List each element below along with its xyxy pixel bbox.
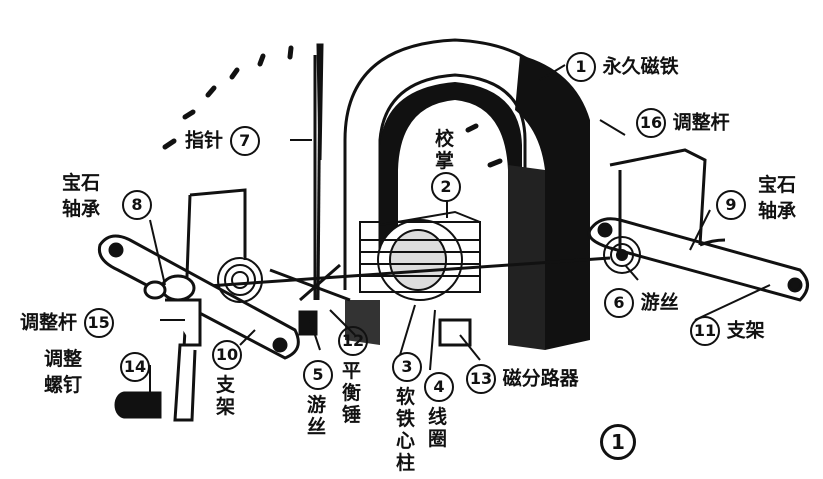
part-label-6: 游丝 — [640, 291, 679, 314]
label-part-11: 11 支架 — [690, 316, 765, 346]
label-part-9: 宝石轴承 — [758, 172, 802, 224]
part-number-6: 6 — [604, 288, 634, 318]
label-part-3-num: 3 — [392, 352, 422, 382]
label-part-14-num: 14 — [120, 352, 150, 382]
part-number-9: 9 — [716, 190, 746, 220]
scale-ticks — [162, 45, 503, 168]
part-number-5: 5 — [303, 360, 333, 390]
label-part-14: 调整螺钉 — [44, 346, 88, 398]
part-label-2: 校掌 — [435, 128, 455, 172]
label-part-12: 平衡锤 — [342, 360, 364, 426]
label-part-13: 13 磁分路器 — [466, 364, 579, 394]
figure-number: 1 — [600, 424, 636, 460]
label-part-10: 支架 — [216, 374, 238, 418]
label-part-5-num: 5 — [303, 360, 333, 390]
label-part-3: 软铁心柱 — [396, 386, 418, 474]
part-number-15: 15 — [83, 308, 114, 338]
label-part-8-num: 8 — [122, 190, 152, 220]
part-number-2: 2 — [431, 172, 461, 202]
part-label-1: 永久磁铁 — [602, 55, 679, 78]
part-number-7: 7 — [229, 126, 260, 156]
part-number-3: 3 — [392, 352, 422, 382]
adjusting-screw — [114, 391, 162, 419]
part-label-7: 指针 — [185, 129, 224, 152]
part-number-8: 8 — [122, 190, 152, 220]
label-part-6: 6 游丝 — [604, 288, 679, 318]
part-number-16: 16 — [636, 108, 666, 138]
figure-mark: 1 — [600, 424, 636, 460]
left-adjusting-lever — [143, 188, 247, 422]
permanent-magnet — [343, 38, 590, 350]
pointer-needle — [313, 43, 324, 301]
label-part-5: 游丝 — [307, 394, 329, 438]
part-label-14: 调整螺钉 — [44, 348, 83, 396]
right-adjusting-lever — [609, 148, 726, 260]
part-number-10: 10 — [212, 340, 242, 370]
part-label-10: 支架 — [216, 374, 236, 418]
part-label-13: 磁分路器 — [502, 367, 579, 390]
part-label-11: 支架 — [726, 319, 765, 342]
moving-coil — [359, 210, 481, 301]
part-number-11: 11 — [690, 316, 720, 346]
label-part-12-num: 12 — [338, 326, 368, 356]
label-part-8: 宝石轴承 — [62, 170, 172, 222]
left-support-bracket — [97, 234, 300, 360]
part-label-5: 游丝 — [307, 394, 327, 438]
label-part-9-num: 9 — [716, 190, 746, 220]
label-part-7: 指针 7 — [185, 126, 260, 156]
label-part-1: 1 永久磁铁 — [566, 52, 679, 82]
right-support-bracket — [587, 217, 809, 302]
label-part-10-num: 10 — [212, 340, 242, 370]
part-label-12: 平衡锤 — [342, 360, 362, 426]
part-number-4: 4 — [424, 372, 454, 402]
part-label-15: 调整杆 — [20, 311, 78, 334]
part-label-9: 宝石轴承 — [758, 174, 797, 222]
label-part-2-text: 校掌 — [435, 128, 457, 172]
part-number-12: 12 — [338, 326, 368, 356]
part-label-4: 线圈 — [428, 406, 448, 450]
label-part-15: 调整杆 15 — [20, 308, 114, 338]
label-part-16: 16 调整杆 — [636, 108, 730, 138]
hairsprings — [217, 236, 641, 303]
label-part-2-num: 2 — [431, 172, 461, 202]
part-label-16: 调整杆 — [672, 111, 730, 134]
part-number-1: 1 — [566, 52, 596, 82]
part-number-14: 14 — [120, 352, 150, 382]
part-label-3: 软铁心柱 — [396, 386, 416, 474]
label-part-4-num: 4 — [424, 372, 454, 402]
part-number-13: 13 — [466, 364, 496, 394]
label-part-4: 线圈 — [428, 406, 450, 450]
part-label-8: 宝石轴承 — [62, 172, 101, 220]
